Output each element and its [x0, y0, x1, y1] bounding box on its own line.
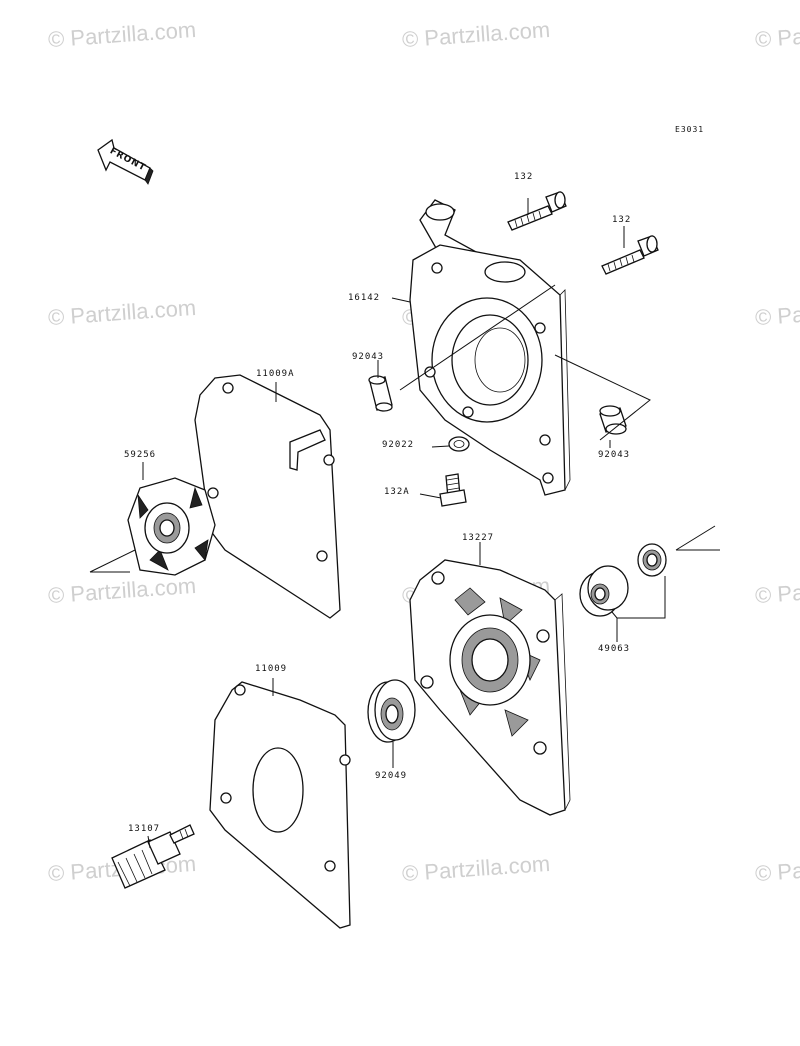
leader-line: [431, 445, 450, 448]
label-92049: 92049: [375, 771, 408, 781]
front-arrow-icon: [97, 138, 154, 185]
gasket-11009A: [194, 374, 341, 619]
gasket-11009: [209, 681, 351, 929]
label-11009A: 11009A: [256, 369, 295, 379]
label-13107: 13107: [128, 824, 161, 834]
dowel-pin-92043-left: [368, 375, 393, 412]
label-132A: 132A: [384, 487, 410, 497]
label-92022: 92022: [382, 440, 415, 450]
pump-housing-16142: [409, 199, 571, 496]
washer-92022: [448, 436, 470, 452]
bolt-132-top: [507, 191, 567, 231]
leader-line: [611, 576, 666, 642]
label-92043-right: 92043: [598, 450, 631, 460]
seal-49063-large: [579, 565, 629, 617]
label-132-top: 132: [514, 172, 534, 182]
shaft-13107: [111, 824, 195, 889]
label-11009: 11009: [255, 664, 288, 674]
leader-line: [391, 297, 411, 303]
oil-seal-92049: [367, 679, 416, 743]
label-49063: 49063: [598, 644, 631, 654]
label-16142: 16142: [348, 293, 381, 303]
label-59256: 59256: [124, 450, 157, 460]
bolt-132-right: [601, 235, 659, 275]
impeller-59256: [127, 477, 216, 576]
pointer-line: [675, 525, 720, 551]
pointer-line: [89, 549, 136, 573]
bolt-132A: [439, 473, 467, 507]
leader-line: [399, 284, 556, 391]
seal-49063-small: [637, 543, 667, 577]
leader-line: [554, 354, 651, 441]
leader-line: [419, 493, 442, 499]
cover-13227: [409, 559, 571, 816]
label-13227: 13227: [462, 533, 495, 543]
diagram-code: E3031: [675, 125, 705, 134]
leader-line: [147, 835, 151, 849]
label-92043-left: 92043: [352, 352, 385, 362]
label-132-right: 132: [612, 215, 632, 225]
